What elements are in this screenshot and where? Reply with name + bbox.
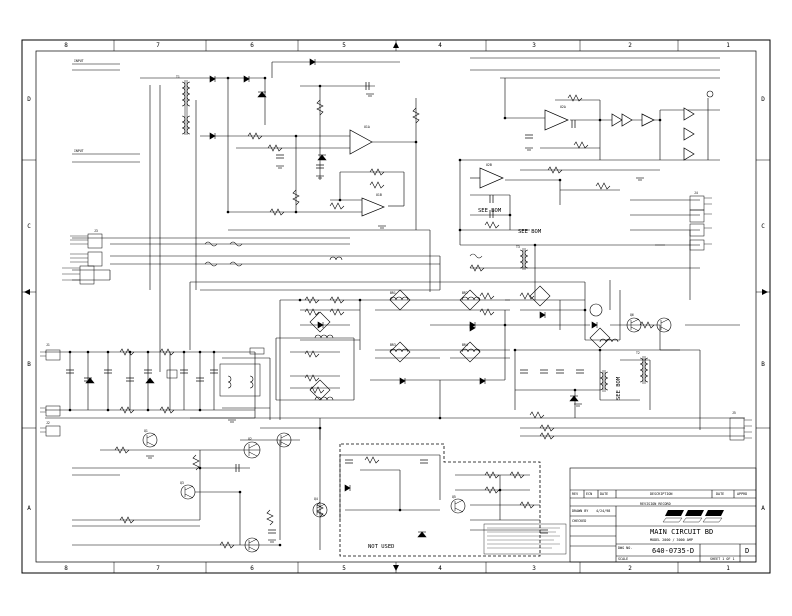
zone-row-c-left: C	[27, 223, 31, 230]
ref-text: T3	[516, 245, 520, 249]
drawing-title: MAIN CIRCUIT BD	[650, 528, 713, 536]
ref-text: J4	[694, 191, 698, 195]
zone-row-a-right: A	[761, 505, 765, 512]
drawing-size: D	[745, 547, 749, 555]
zone-row-d-left: D	[27, 96, 31, 103]
zone-col-7-bottom: 7	[156, 565, 160, 572]
reference-designators: INPUT INPUT T1 U1A U1B U2A U2B BR1 BR2 B…	[46, 59, 736, 501]
op-amps	[349, 107, 695, 217]
rev-col-date-2: DATE	[716, 492, 724, 496]
zone-row-d-right: D	[761, 96, 765, 103]
see-bom-label-3: SEE BOM	[616, 376, 622, 400]
transistors	[142, 90, 714, 553]
center-markers	[24, 42, 768, 571]
drawn-date: 4/24/98	[596, 509, 610, 513]
ref-text: U2B	[486, 163, 492, 167]
ref-text: U1B	[376, 193, 382, 197]
rev-col-ecn: ECN	[586, 492, 592, 496]
junction-dots	[68, 76, 662, 547]
zone-col-3-bottom: 3	[532, 565, 536, 572]
zone-col-2-bottom: 2	[628, 565, 632, 572]
zone-col-5-bottom: 5	[342, 565, 346, 572]
zone-row-a-left: A	[27, 505, 31, 512]
drawing-subtitle: MODEL 2000 / 3000 AMP	[650, 538, 693, 542]
ref-text: BR3	[390, 343, 396, 347]
ref-text: BR1	[390, 291, 396, 295]
zone-col-3-top: 3	[532, 42, 536, 49]
zone-col-7-top: 7	[156, 42, 160, 49]
ref-text: BR2	[462, 291, 468, 295]
notes-block	[483, 523, 567, 555]
part-number-label: DWG NO.	[618, 546, 632, 550]
rev-col-date: DATE	[600, 492, 608, 496]
ref-text: Q4	[314, 497, 318, 501]
diodes	[85, 58, 598, 538]
ref-text: Q6	[630, 313, 634, 317]
zone-col-6-top: 6	[250, 42, 254, 49]
zone-col-8-bottom: 8	[64, 565, 68, 572]
zone-col-1-top: 1	[726, 42, 730, 49]
rev-col-rev: REV	[572, 492, 578, 496]
ref-text: Q1	[144, 429, 148, 433]
ref-text: J2	[46, 421, 50, 425]
zone-col-5-top: 5	[342, 42, 346, 49]
inner-frame	[35, 50, 757, 563]
capacitors	[66, 82, 584, 534]
resistors	[114, 94, 655, 549]
ref-text: U2A	[560, 105, 566, 109]
ref-text: J3	[94, 229, 98, 233]
title-block-frame	[569, 467, 757, 563]
wiring	[45, 57, 745, 550]
zone-row-b-right: B	[761, 361, 765, 368]
drawn-by-label: DRAWN BY	[572, 509, 588, 513]
zone-row-b-left: B	[27, 361, 31, 368]
see-bom-label-1: SEE BOM	[478, 208, 502, 214]
fuses	[204, 241, 483, 267]
ref-text: BR4	[462, 343, 468, 347]
not-used-boundary	[339, 443, 541, 557]
checked-by-label: CHECKED	[572, 519, 586, 523]
ref-text: Q3	[180, 481, 184, 485]
company-logo	[662, 510, 724, 523]
title-block-revisions-header: REVISION RECORD	[640, 502, 671, 506]
ref-text: T1	[176, 75, 180, 79]
rev-col-description: DESCRIPTION	[650, 492, 672, 496]
zone-col-4-top: 4	[438, 42, 442, 49]
ref-text: Q5	[452, 495, 456, 499]
rev-col-apprd: APPRD	[737, 492, 747, 496]
ref-text: U1A	[364, 125, 370, 129]
transistor-leads	[146, 318, 670, 552]
zone-col-4-bottom: 4	[438, 565, 442, 572]
not-used-label: NOT USED	[368, 544, 395, 550]
see-bom-label-2: SEE BOM	[518, 229, 542, 235]
zone-row-c-right: C	[761, 223, 765, 230]
zone-col-2-top: 2	[628, 42, 632, 49]
ref-text: INPUT	[74, 59, 84, 63]
scale-label: SCALE	[618, 557, 628, 561]
zone-col-8-top: 8	[64, 42, 68, 49]
connectors	[45, 195, 745, 441]
bridge-rectifiers	[309, 285, 611, 401]
ref-text: INPUT	[74, 149, 84, 153]
zone-col-1-bottom: 1	[726, 565, 730, 572]
ref-text: T2	[636, 351, 640, 355]
connector-pins	[40, 197, 752, 439]
ground-symbols	[146, 93, 644, 543]
ref-text: J1	[46, 343, 50, 347]
ref-text: J5	[732, 411, 736, 415]
sheet-number: SHEET 1 OF 1	[710, 557, 735, 561]
zone-col-6-bottom: 6	[250, 565, 254, 572]
transformer-cores	[184, 80, 646, 392]
part-number: 640-0735-D	[652, 547, 694, 555]
ref-text: Q2	[248, 437, 252, 441]
